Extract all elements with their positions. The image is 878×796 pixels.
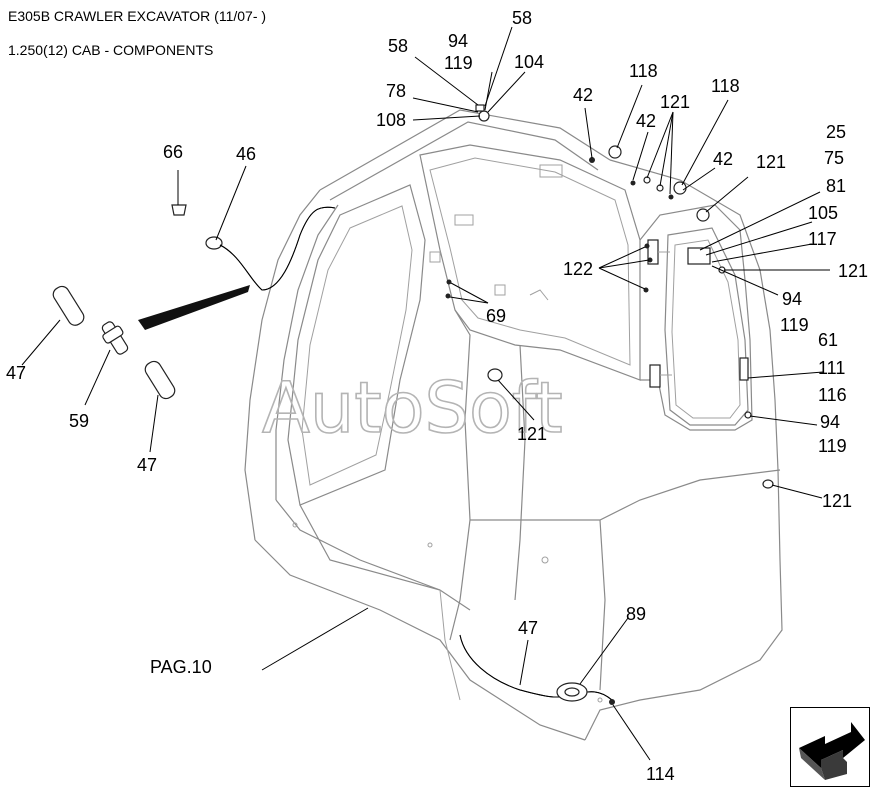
callout-111: 111 — [818, 358, 845, 378]
callout-94: 94 — [820, 412, 840, 432]
callout-75: 75 — [824, 148, 844, 168]
callout-94: 94 — [448, 31, 468, 51]
fitting-59 — [101, 321, 129, 355]
callout-25: 25 — [826, 122, 846, 142]
next-page-arrow-icon — [799, 722, 865, 780]
leader-lines — [21, 26, 830, 761]
callout-69: 69 — [486, 306, 506, 326]
callout-121: 121 — [756, 152, 786, 172]
callout-42: 42 — [636, 111, 656, 131]
callout-47: 47 — [137, 455, 157, 475]
callout-117: 117 — [808, 229, 837, 249]
loose-parts — [52, 104, 774, 705]
callout-104: 104 — [514, 52, 544, 72]
callout-121: 121 — [660, 92, 690, 112]
bolt-66 — [171, 204, 187, 216]
callout-119: 119 — [818, 436, 847, 456]
callout-78: 78 — [386, 81, 406, 101]
catch-111 — [739, 357, 749, 381]
cab-frame-drawing — [244, 109, 783, 741]
diagram-title: E305B CRAWLER EXCAVATOR (11/07- ) — [8, 8, 267, 24]
callout-105: 105 — [808, 203, 838, 223]
callout-46: 46 — [236, 144, 256, 164]
callout-66: 66 — [163, 142, 183, 162]
callout-42: 42 — [713, 149, 733, 169]
callout-116: 116 — [818, 385, 847, 405]
callout-81: 81 — [826, 176, 846, 196]
callout-118: 118 — [711, 76, 740, 96]
callout-58: 58 — [388, 36, 408, 56]
callout-118: 118 — [629, 61, 658, 81]
sleeve-47b — [144, 360, 176, 400]
callout-42: 42 — [573, 85, 593, 105]
callout-114: 114 — [646, 764, 675, 784]
callout-59: 59 — [69, 411, 89, 431]
watermark-text: AutoSoft — [262, 367, 563, 449]
callout-labels: 58 58 94 119 104 78 108 66 46 42 118 121… — [6, 8, 868, 784]
callout-122: 122 — [563, 259, 593, 279]
callout-47: 47 — [518, 618, 538, 638]
page-reference-label: PAG.10 — [150, 657, 212, 677]
callout-119: 119 — [444, 53, 473, 73]
callout-121: 121 — [517, 424, 547, 444]
connector-46 — [205, 236, 223, 250]
callout-108: 108 — [376, 110, 406, 130]
callout-119: 119 — [780, 315, 809, 335]
latch-assembly — [687, 247, 711, 265]
diagram-subtitle: 1.250(12) CAB - COMPONENTS — [8, 42, 214, 58]
callout-94: 94 — [782, 289, 802, 309]
callout-58: 58 — [512, 8, 532, 28]
next-page-button[interactable] — [790, 707, 870, 787]
callout-61: 61 — [818, 330, 838, 350]
callout-121: 121 — [822, 491, 852, 511]
callout-47: 47 — [6, 363, 26, 383]
sleeve-47a — [52, 285, 85, 326]
callout-89: 89 — [626, 604, 646, 624]
callout-121: 121 — [838, 261, 868, 281]
